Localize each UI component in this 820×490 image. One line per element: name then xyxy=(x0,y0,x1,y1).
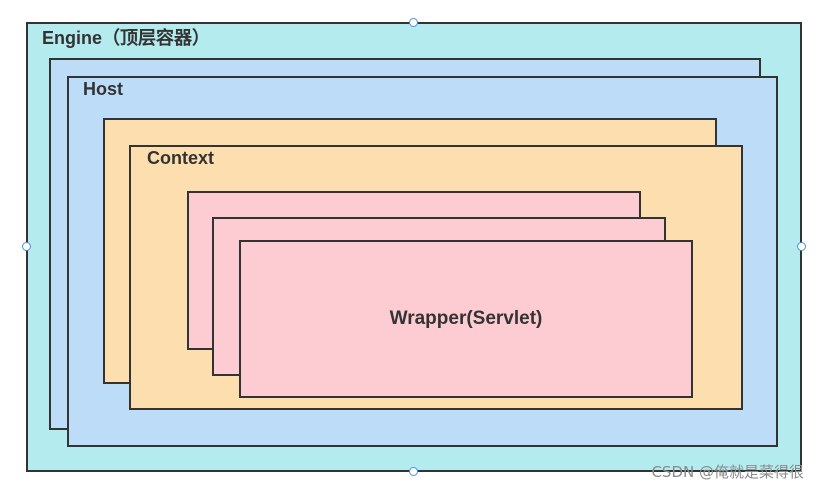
resize-handle-right[interactable] xyxy=(797,242,806,251)
resize-handle-top[interactable] xyxy=(409,18,418,27)
resize-handle-left[interactable] xyxy=(22,242,31,251)
host-label: Host xyxy=(83,79,123,99)
context-label: Context xyxy=(147,148,214,168)
wrapper-container[interactable]: Wrapper(Servlet) xyxy=(239,240,693,398)
resize-handle-bottom[interactable] xyxy=(409,467,418,476)
wrapper-label: Wrapper(Servlet) xyxy=(389,308,543,329)
watermark: CSDN @俺就是菜得很 xyxy=(651,463,804,481)
engine-label: Engine（顶层容器） xyxy=(42,28,211,48)
